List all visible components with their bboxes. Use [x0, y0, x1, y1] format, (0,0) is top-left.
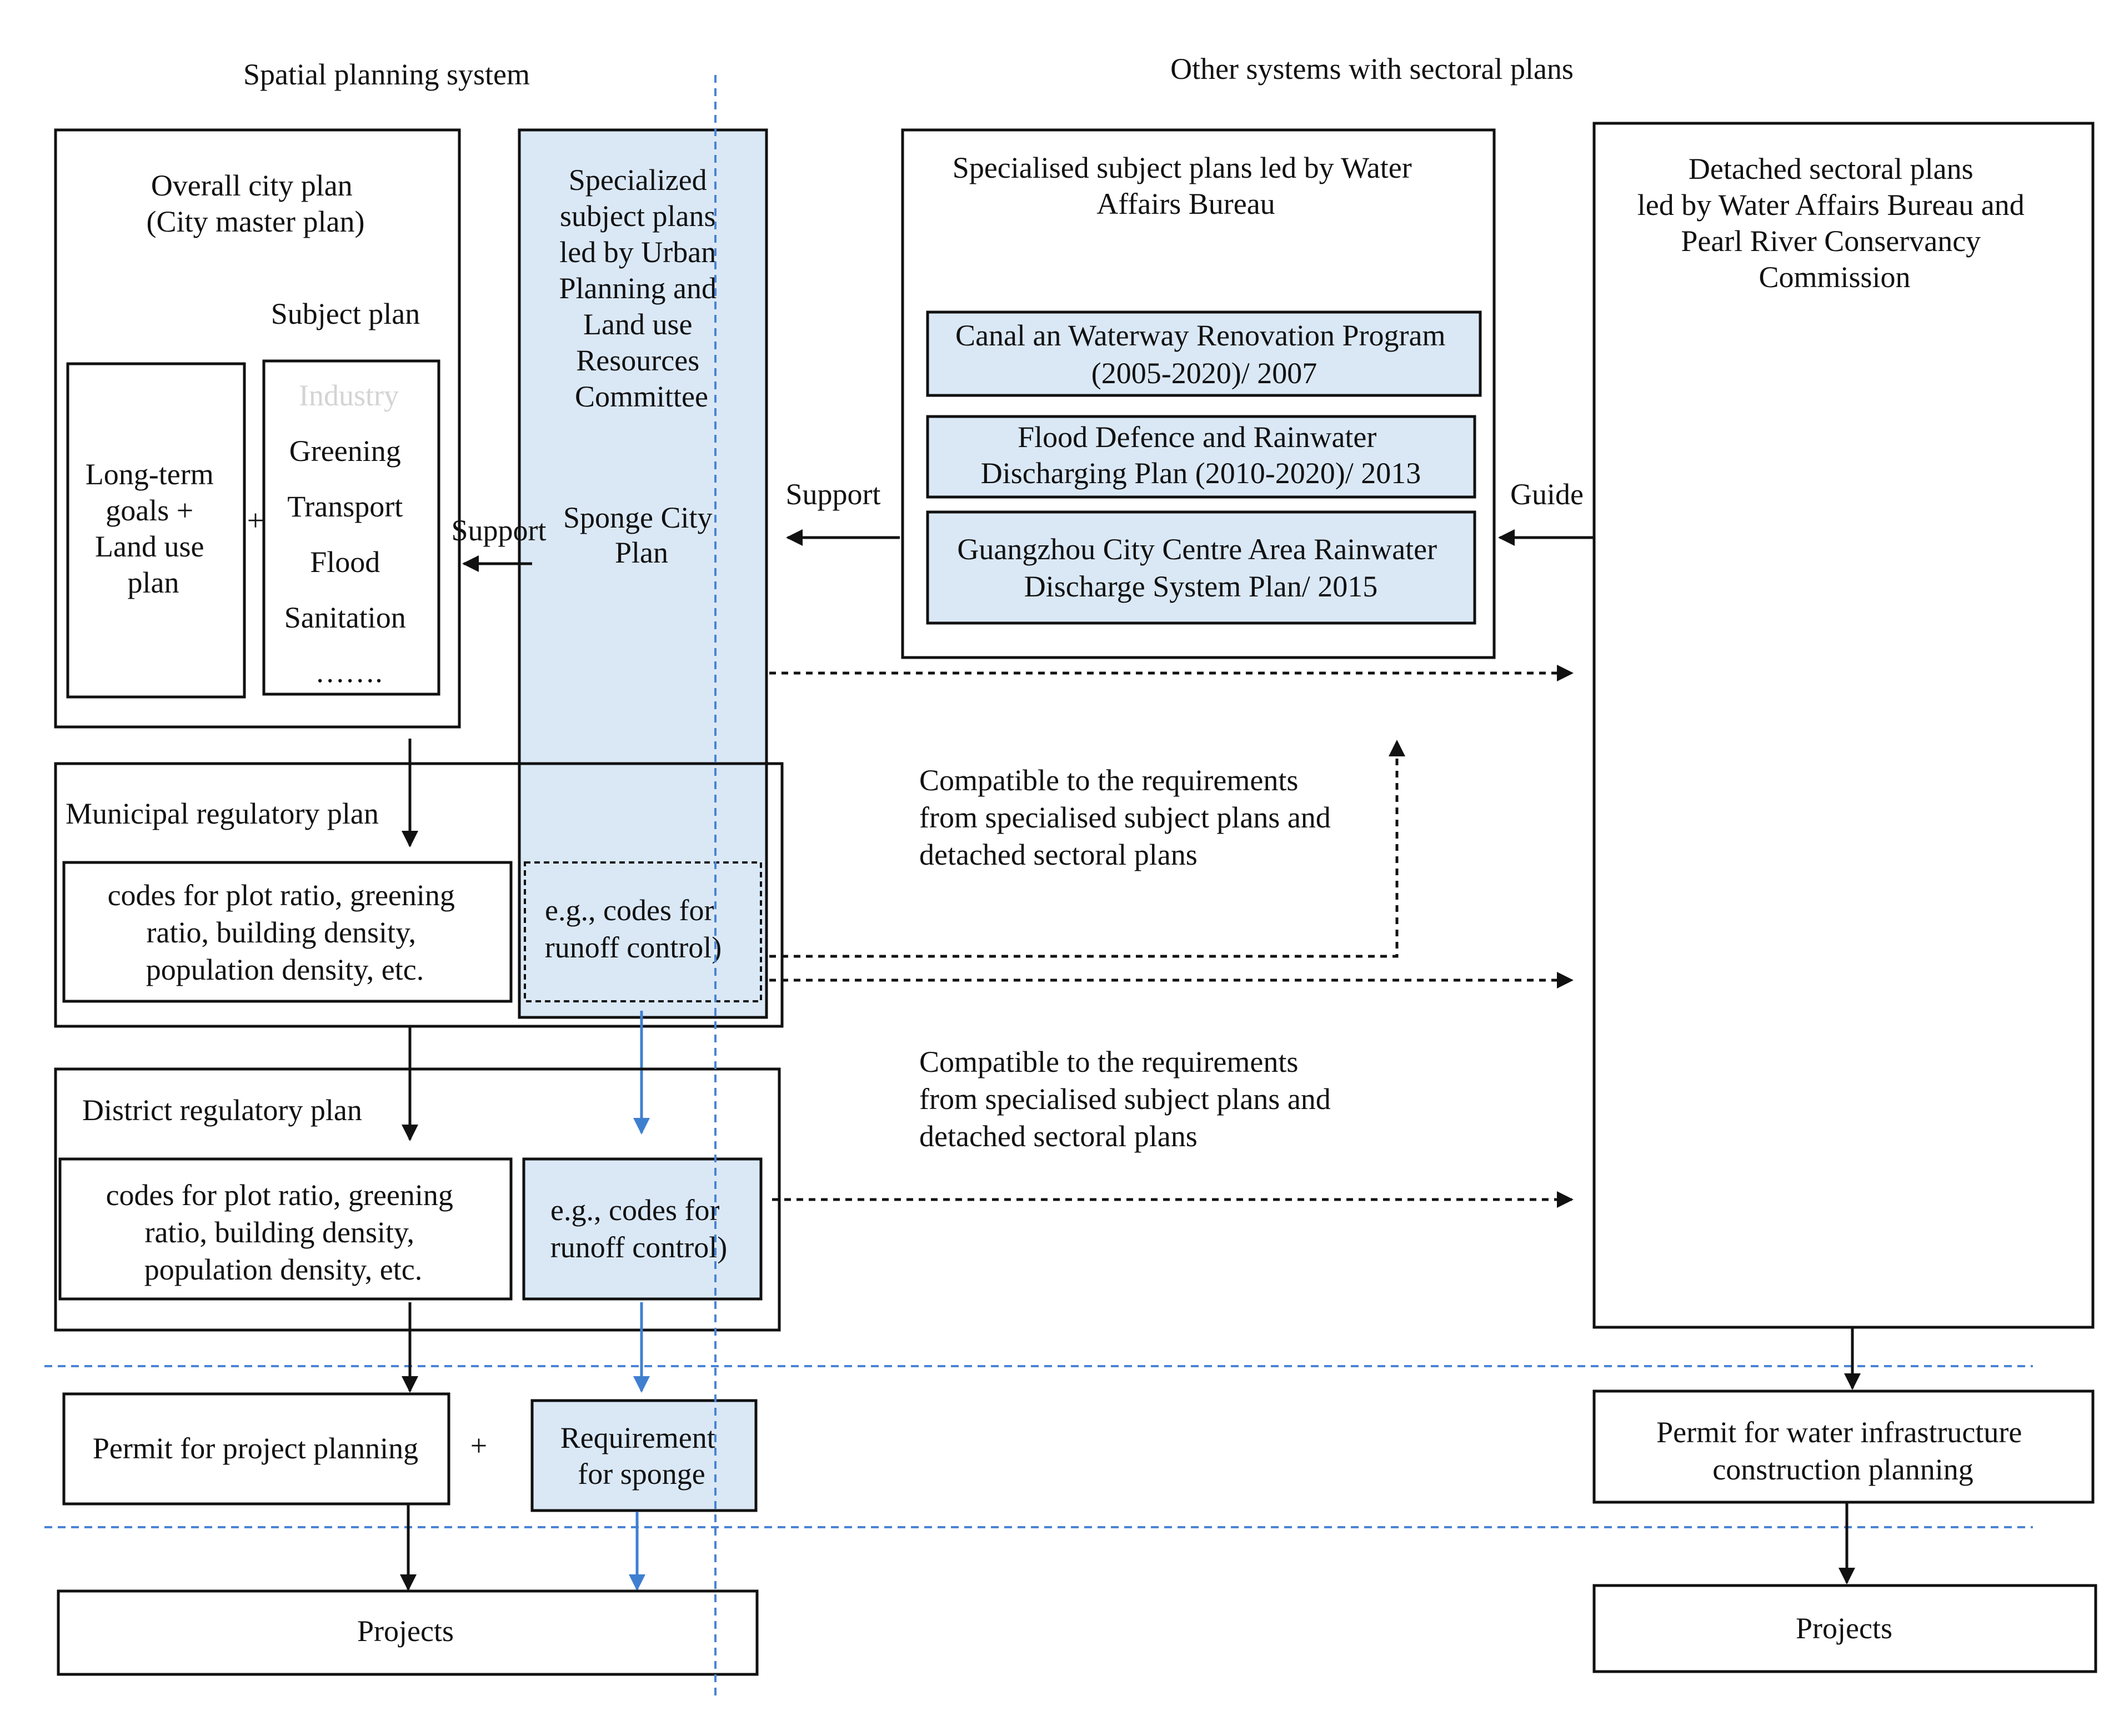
long-term-goals-text: Long-term goals + Land use plan — [86, 458, 221, 599]
subject-plan-label: Subject plan — [271, 297, 420, 330]
permit-plus-sign: + — [470, 1429, 487, 1462]
permit-water-text: Permit for water infrastructure construc… — [1656, 1416, 2030, 1486]
projects-right-text: Projects — [1796, 1612, 1892, 1645]
projects-right-box — [1592, 1584, 2097, 1673]
detached-plans-title: Detached sectoral plans led by Water Aff… — [1637, 152, 2032, 294]
flood-defence-plan — [926, 415, 1476, 499]
permit-project-text: Permit for project planning — [93, 1432, 418, 1465]
subject-plan-items: Greening Transport Flood Sanitation ……. — [284, 434, 413, 689]
municipal-plan-title: Municipal regulatory plan — [66, 797, 379, 830]
detached-sectoral-plans: Detached sectoral plans led by Water Aff… — [1592, 122, 2095, 1329]
district-codes-text: codes for plot ratio, greening ratio, bu… — [106, 1178, 461, 1286]
long-term-goals-box — [66, 362, 246, 699]
guide-label: Guide — [1510, 478, 1584, 511]
support-label-left: Support — [451, 514, 546, 547]
rainwater-discharge-plan — [926, 510, 1476, 625]
subject-plan-box — [262, 359, 440, 696]
compatible-text-1: Compatible to the requirements from spec… — [919, 764, 1338, 871]
canal-waterway-plan-text: Canal an Waterway Renovation Program (20… — [955, 319, 1453, 390]
district-runoff-box — [522, 1157, 763, 1301]
permit-project-box — [62, 1392, 450, 1506]
requirement-sponge-text: Requirement for sponge — [560, 1421, 723, 1491]
district-runoff-text: e.g., codes for runoff control) — [550, 1193, 727, 1264]
overall-city-plan-title: Overall city plan (City master plan) — [147, 169, 365, 238]
municipal-codes-box — [62, 861, 513, 1003]
projects-left-text: Projects — [357, 1614, 454, 1648]
permit-water-box — [1592, 1389, 2095, 1504]
other-systems-header: Other systems with sectoral plans — [1170, 52, 1574, 86]
district-codes-box — [58, 1157, 513, 1301]
dashed-arrow-up — [769, 740, 1405, 958]
projects-left-box — [57, 1589, 759, 1676]
subject-item-industry: Industry — [299, 379, 399, 412]
overall-city-plan: Overall city plan (City master plan) Sub… — [54, 128, 461, 729]
specialized-subject-plans: Specialized subject plans led by Urban P… — [518, 128, 768, 1019]
flood-defence-plan-text: Flood Defence and Rainwater Discharging … — [981, 420, 1421, 490]
requirement-sponge-box — [530, 1399, 758, 1512]
municipal-regulatory-plan: Municipal regulatory plan codes for plot… — [54, 762, 784, 1028]
district-regulatory-plan: District regulatory plan codes for plot … — [54, 1067, 781, 1332]
plus-sign: + — [247, 504, 264, 537]
compatible-text-2: Compatible to the requirements from spec… — [919, 1045, 1338, 1153]
water-affairs-title: Specialised subject plans led by Water A… — [953, 151, 1419, 220]
water-affairs-plans: Specialised subject plans led by Water A… — [901, 128, 1496, 659]
district-plan-title: District regulatory plan — [82, 1093, 362, 1127]
spatial-planning-header: Spatial planning system — [243, 58, 530, 91]
municipal-codes-text: codes for plot ratio, greening ratio, bu… — [108, 879, 463, 986]
rainwater-discharge-plan-text: Guangzhou City Centre Area Rainwater Dis… — [957, 533, 1444, 603]
canal-waterway-plan — [926, 310, 1482, 397]
support-label-right: Support — [785, 478, 880, 511]
municipal-runoff-box — [524, 861, 762, 1002]
municipal-runoff-text: e.g., codes for runoff control) — [545, 894, 722, 964]
specialized-plans-title: Specialized subject plans led by Urban P… — [559, 163, 724, 413]
sponge-city-plan: Sponge City Plan — [563, 501, 720, 569]
